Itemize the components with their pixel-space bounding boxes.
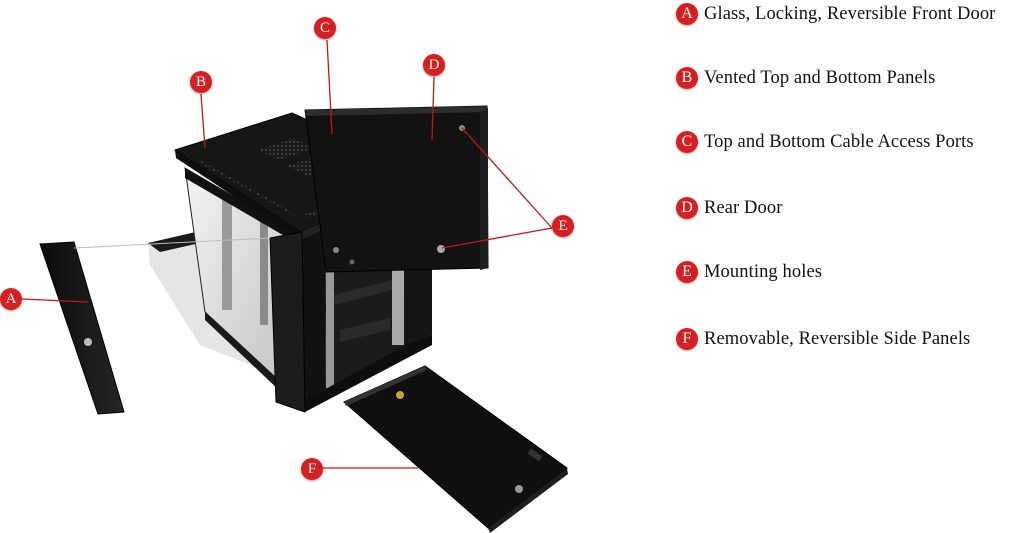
legend-badge-f: F [676, 328, 698, 350]
legend-badge-e: E [676, 261, 698, 283]
callout-f: F [301, 458, 323, 480]
legend-item-f: F Removable, Reversible Side Panels [676, 328, 970, 350]
callout-e: E [552, 215, 574, 237]
rear-door-d [304, 105, 489, 273]
callout-a: A [0, 288, 22, 310]
callout-d: D [423, 54, 445, 76]
leader-lines [21, 39, 553, 469]
callout-b: B [190, 71, 212, 93]
callout-c: C [314, 17, 336, 39]
legend-item-e: E Mounting holes [676, 261, 822, 283]
front-door-a [39, 237, 271, 415]
legend-text-a: Glass, Locking, Reversible Front Door [704, 3, 996, 24]
legend-text-b: Vented Top and Bottom Panels [704, 67, 936, 88]
legend-item-b: B Vented Top and Bottom Panels [676, 67, 935, 89]
legend-badge-d: D [676, 197, 698, 219]
legend-text-c: Top and Bottom Cable Access Ports [704, 131, 974, 152]
side-panel-f [343, 365, 568, 533]
legend-item-d: D Rear Door [676, 197, 782, 219]
legend-badge-a: A [676, 3, 698, 25]
legend: A Glass, Locking, Reversible Front Door … [676, 0, 1024, 533]
legend-text-f: Removable, Reversible Side Panels [704, 328, 971, 349]
legend-item-c: C Top and Bottom Cable Access Ports [676, 131, 974, 153]
legend-text-d: Rear Door [704, 197, 783, 218]
legend-badge-c: C [676, 131, 698, 153]
legend-badge-b: B [676, 67, 698, 89]
legend-item-a: A Glass, Locking, Reversible Front Door [676, 3, 995, 25]
legend-text-e: Mounting holes [704, 261, 823, 282]
